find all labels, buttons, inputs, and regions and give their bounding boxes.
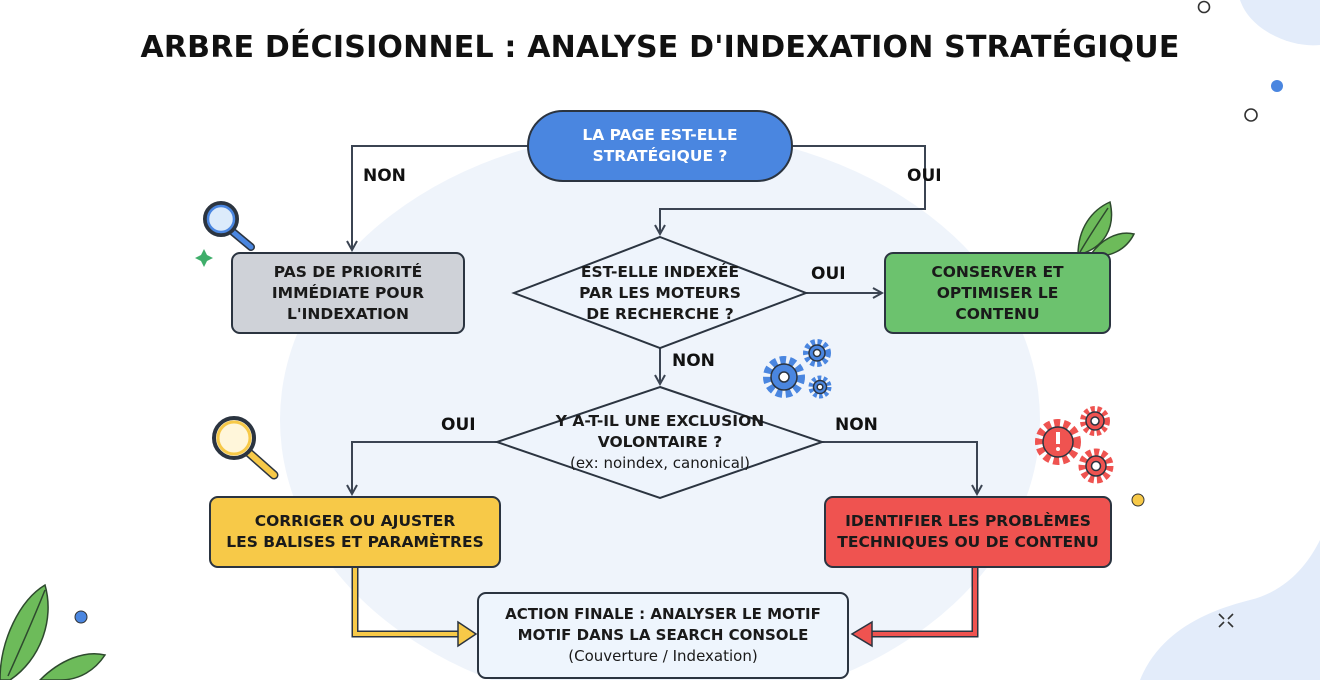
node-fix-line1: CORRIGER OU AJUSTER (254, 512, 456, 530)
magnifier-blue-icon (203, 201, 255, 251)
edge-start-yes (660, 145, 926, 233)
node-indexed-line1: EST-ELLE INDEXÉE (580, 262, 740, 281)
edge-label-start-yes: OUI (907, 166, 942, 186)
corner-blob-bottom-right (1140, 540, 1320, 680)
node-fix-shape (209, 496, 501, 568)
node-exclusion-line3: (ex: noindex, canonical) (569, 453, 751, 472)
node-no-priority-line2: IMMÉDIATE POUR (271, 283, 425, 302)
connectors (352, 145, 977, 493)
node-identify: IDENTIFIER LES PROBLÈMES TECHNIQUES OU D… (825, 497, 1111, 567)
node-start-shape (527, 110, 793, 182)
node-keep: CONSERVER ET OPTIMISER LE CONTENU (885, 253, 1110, 333)
edge-exclusion-no (822, 441, 977, 493)
edge-label-exclusion-yes: OUI (441, 415, 476, 435)
deco-dot-yellow (1131, 493, 1145, 507)
edge-fix-to-final (351, 567, 478, 648)
node-identify-line1: IDENTIFIER LES PROBLÈMES (845, 512, 1091, 530)
node-start-line2: STRATÉGIQUE ? (592, 147, 728, 165)
node-final-line1: ACTION FINALE : ANALYSER LE MOTIF (505, 605, 821, 623)
edge-label-indexed-no: NON (672, 351, 715, 371)
node-final: ACTION FINALE : ANALYSER LE MOTIF MOTIF … (478, 593, 848, 678)
node-no-priority: PAS DE PRIORITÉ IMMÉDIATE POUR L'INDEXAT… (232, 253, 464, 333)
edge-label-start-no: NON (363, 166, 406, 186)
node-start-line1: LA PAGE EST-ELLE (582, 126, 738, 144)
node-indexed: EST-ELLE INDEXÉE PAR LES MOTEURS DE RECH… (540, 253, 780, 333)
node-no-priority-shape (231, 252, 465, 334)
node-keep-line3: CONTENU (955, 304, 1040, 323)
deco-dot-blue (74, 610, 88, 624)
node-exclusion-line2: VOLONTAIRE ? (597, 432, 723, 451)
node-identify-line2: TECHNIQUES OU DE CONTENU (837, 533, 1099, 551)
node-identify-shape (824, 496, 1112, 568)
edge-label-indexed-yes: OUI (811, 264, 846, 284)
node-final-shape (477, 592, 849, 679)
magnifier-yellow-icon (212, 416, 279, 480)
edge-exclusion-yes (352, 441, 497, 493)
node-exclusion-shape (493, 385, 826, 500)
page-title: ARBRE DÉCISIONNEL : ANALYSE D'INDEXATION… (140, 30, 1180, 65)
node-keep-line2: OPTIMISER LE (936, 283, 1059, 302)
leaf-icon (1077, 200, 1136, 258)
leaf-icon (0, 583, 107, 680)
node-exclusion-line1: Y A-T-IL UNE EXCLUSION (555, 411, 765, 430)
node-final-line2: MOTIF DANS LA SEARCH CONSOLE (517, 626, 809, 644)
gears-red-icon (1035, 406, 1114, 484)
node-indexed-line3: DE RECHERCHE ? (586, 304, 734, 323)
edge-identify-to-final (850, 567, 979, 648)
node-keep-shape (884, 252, 1111, 334)
deco-circle (1244, 108, 1258, 122)
node-indexed-line2: PAR LES MOTEURS (579, 283, 741, 302)
node-fix: CORRIGER OU AJUSTER LES BALISES ET PARAM… (210, 497, 500, 567)
node-no-priority-line1: PAS DE PRIORITÉ (273, 262, 423, 281)
edge-label-exclusion-no: NON (835, 415, 878, 435)
node-final-line3: (Couverture / Indexation) (568, 647, 758, 665)
node-no-priority-line3: L'INDEXATION (286, 304, 410, 323)
deco-circle (1197, 0, 1211, 14)
close-x-icon (1218, 613, 1234, 628)
node-fix-line2: LES BALISES ET PARAMÈTRES (226, 533, 484, 551)
node-keep-line1: CONSERVER ET (931, 262, 1064, 281)
node-start: LA PAGE EST-ELLE STRATÉGIQUE ? (528, 111, 792, 181)
sparkle-icon (195, 249, 213, 267)
node-exclusion: Y A-T-IL UNE EXCLUSION VOLONTAIRE ? (ex:… (520, 404, 800, 480)
deco-dot-blue (1271, 80, 1283, 92)
node-indexed-shape (511, 235, 809, 350)
edge-start-no (352, 145, 528, 249)
gears-blue-icon (763, 339, 832, 399)
corner-blob-top-right (1240, 0, 1320, 46)
